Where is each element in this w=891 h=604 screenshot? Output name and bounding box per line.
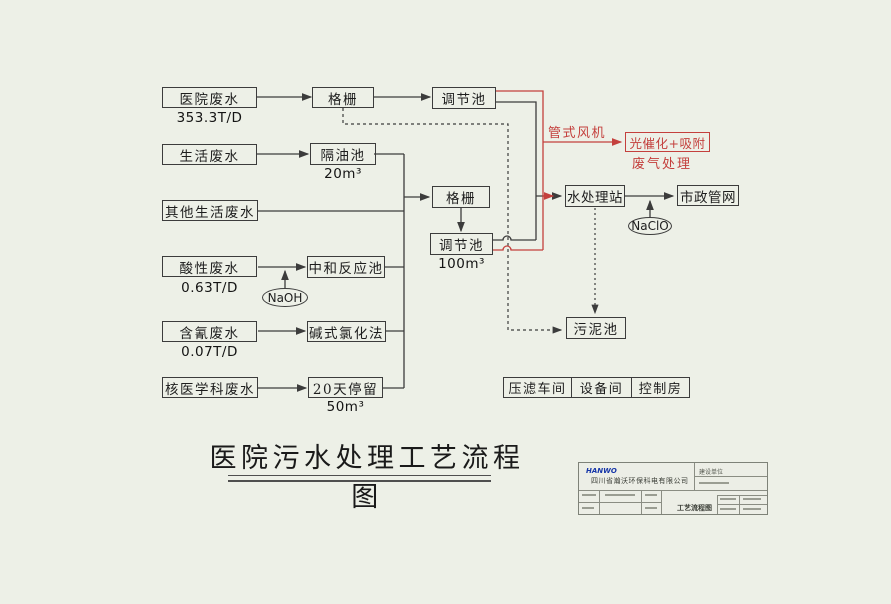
title-underline [228, 475, 491, 482]
node-grid1: 格栅 [312, 87, 374, 108]
titleblock-divider [717, 495, 767, 496]
titleblock-placeholder [605, 494, 635, 496]
cyanide-flowrate: 0.07T/D [181, 344, 238, 360]
titleblock-placeholder [699, 482, 729, 484]
titleblock-divider [694, 476, 767, 477]
oil-separator-volume: 20m³ [324, 166, 362, 182]
titleblock-placeholder [720, 508, 736, 510]
acidic-flowrate: 0.63T/D [181, 280, 238, 296]
edge-grid1-sludge-dashed [342, 108, 563, 334]
room-equipment: 设备间 [572, 377, 632, 398]
node-domestic-wastewater: 生活废水 [162, 144, 257, 165]
gas-treatment-sublabel: 废气处理 [632, 157, 693, 172]
node-acidic-wastewater: 酸性废水 [162, 256, 257, 277]
retention-volume: 50m³ [326, 399, 365, 415]
node-naoh-dosing: NaOH [262, 288, 308, 307]
node-sludge-tank: 污泥池 [566, 317, 626, 339]
node-municipal-network: 市政管网 [677, 185, 739, 206]
titleblock-placeholder [645, 494, 657, 496]
node-naclo-dosing: NaClO [628, 217, 672, 235]
titleblock-placeholder [743, 508, 761, 510]
diagram-title: 医院污水处理工艺流程图 [209, 443, 525, 513]
node-regulating-tank-1: 调节池 [432, 87, 496, 109]
titleblock-divider [661, 490, 662, 514]
titleblock-divider [579, 502, 661, 503]
titleblock-divider [717, 504, 767, 505]
edge-air-main [496, 90, 544, 250]
edge-regulating2-up-jump [493, 235, 536, 241]
node-grid2: 格栅 [432, 186, 490, 208]
node-water-treatment-station: 水处理站 [565, 185, 625, 207]
node-photocatalysis-adsorption: 光催化+吸附 [625, 132, 710, 152]
regulating2-volume: 100m³ [438, 256, 485, 272]
node-other-domestic-wastewater: 其他生活废水 [162, 200, 258, 221]
node-alkaline-chlorination: 碱式氯化法 [307, 321, 386, 342]
company-logo: HANWO [586, 467, 617, 475]
titleblock-placeholder [645, 507, 657, 509]
node-regulating-tank-2: 调节池 [430, 233, 493, 255]
title-block: HANWO 四川省瀚沃环保科电有限公司 建设单位 工艺流程图 [578, 462, 768, 515]
node-cyanide-wastewater: 含氰废水 [162, 321, 257, 342]
titleblock-placeholder [582, 507, 594, 509]
room-control: 控制房 [632, 377, 690, 398]
edge-regulating1-down [496, 101, 537, 240]
edge-air-regulating2-jump [493, 245, 543, 251]
node-hospital-wastewater: 医院废水 [162, 87, 257, 108]
titleblock-placeholder [582, 494, 596, 496]
node-retention-20days: 20天停留 [308, 377, 383, 398]
fan-label: 管式风机 [548, 126, 607, 141]
room-filter-press: 压滤车间 [503, 377, 572, 398]
node-nuclear-medicine-wastewater: 核医学科废水 [162, 377, 258, 398]
titleblock-placeholder [720, 498, 736, 500]
titleblock-divider [579, 490, 767, 491]
node-neutralization-tank: 中和反应池 [307, 256, 385, 278]
owner-label: 建设单位 [699, 469, 724, 476]
rooms-row: 压滤车间 设备间 控制房 [503, 377, 690, 398]
titleblock-placeholder [743, 498, 761, 500]
company-name: 四川省瀚沃环保科电有限公司 [591, 477, 689, 485]
drawing-name: 工艺流程图 [677, 503, 712, 512]
node-oil-separator: 隔油池 [310, 143, 376, 165]
hospital-flowrate: 353.3T/D [176, 110, 243, 126]
